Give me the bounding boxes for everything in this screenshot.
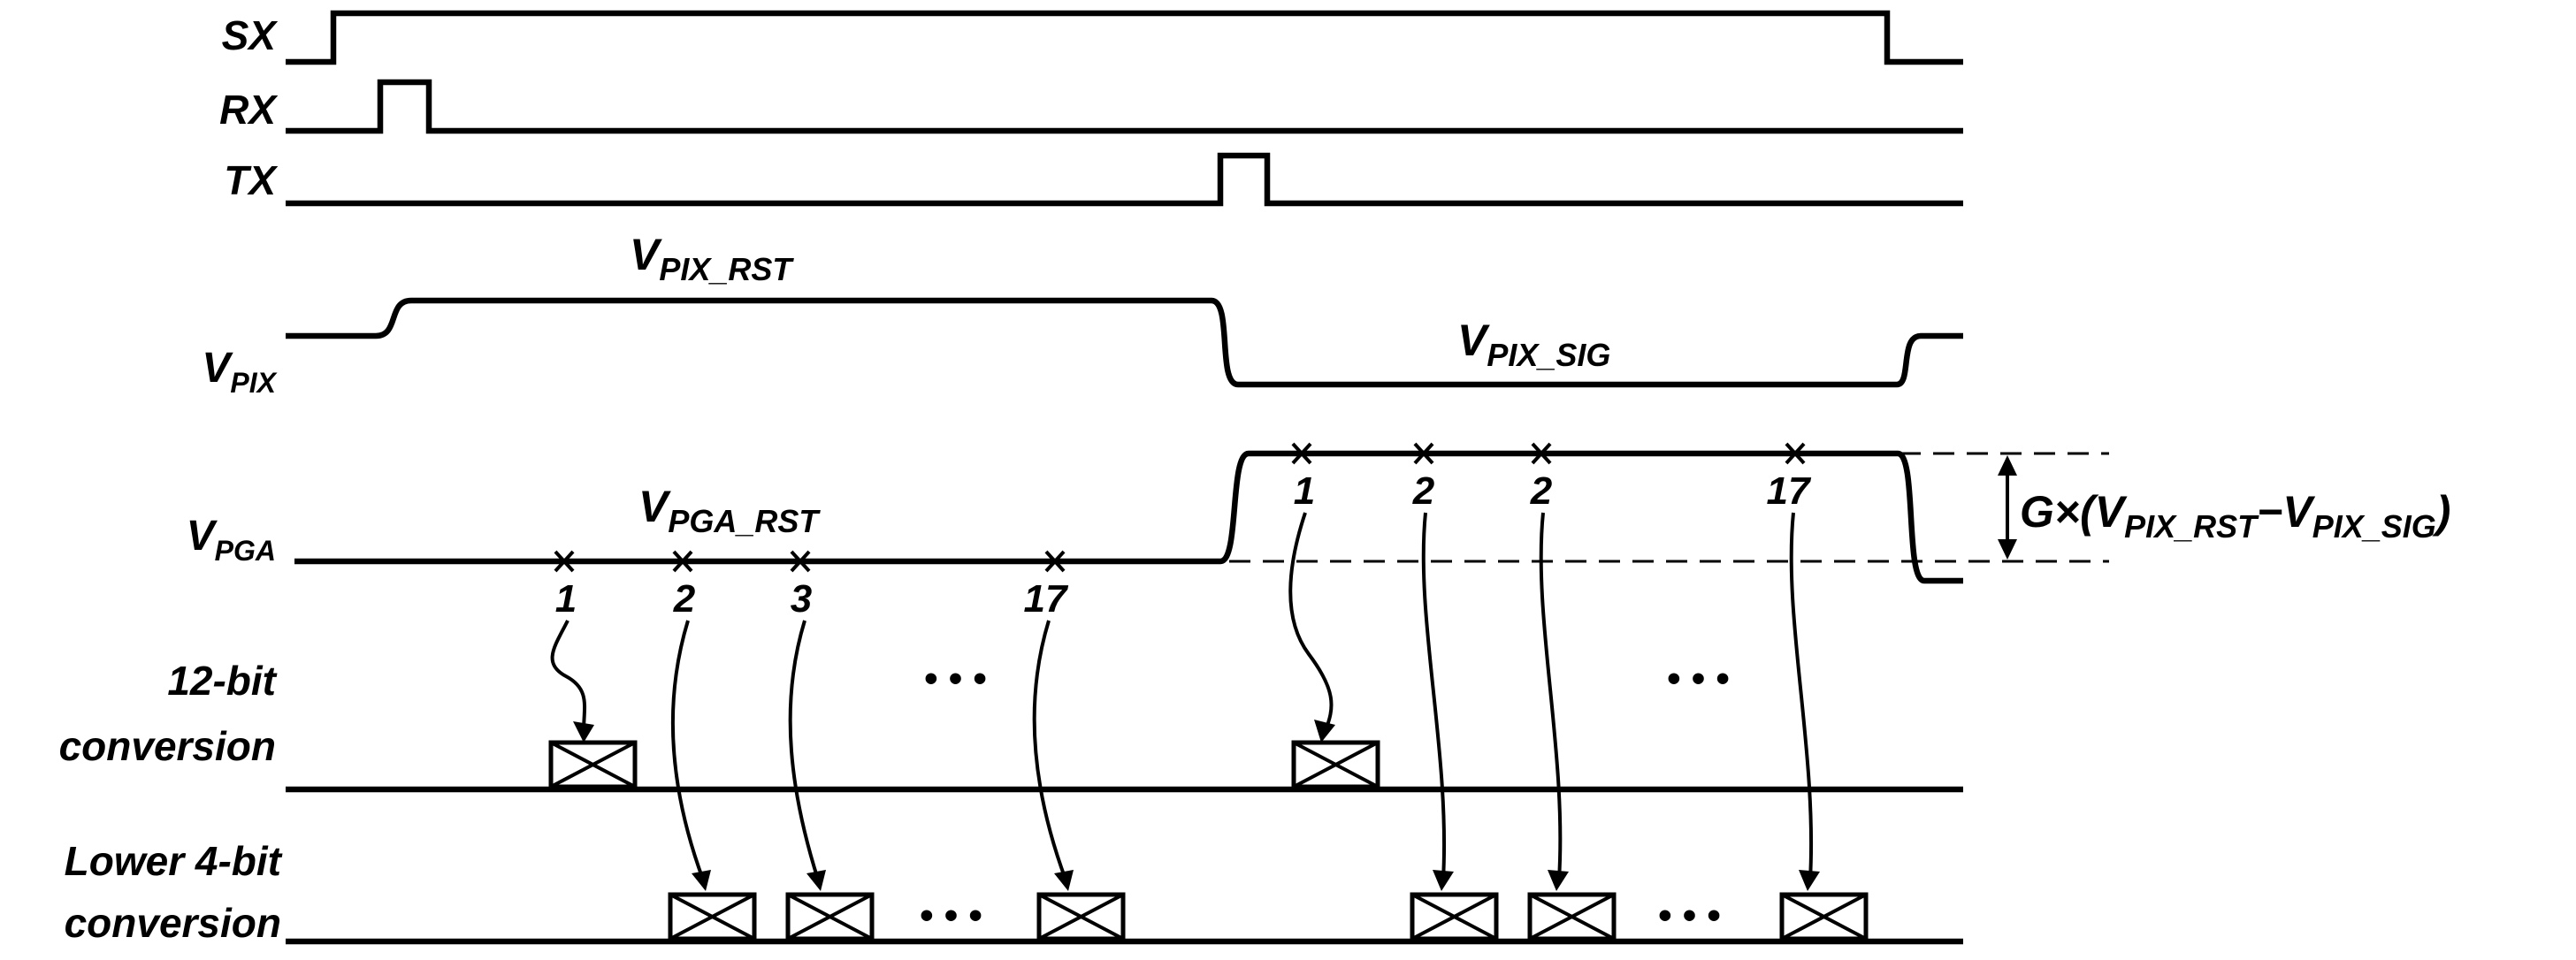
tx-label: TX (224, 157, 278, 203)
arrow-reset-2 (670, 620, 705, 880)
signal-sample-mark-2a (1413, 442, 1434, 465)
reset-sample-label: 2 (673, 577, 696, 621)
tx-waveform (286, 152, 1963, 207)
signal-sample-label: 17 (1767, 469, 1812, 513)
coarse-conversion-label-line1: 12-bit (167, 658, 277, 704)
signal-sample-label: 2 (1412, 469, 1435, 513)
reset-sample-label: 3 (791, 577, 812, 621)
coarse-conversion-box-reset (548, 740, 638, 789)
reset-sample-markers (554, 550, 1066, 573)
arrow-signal-1 (1288, 512, 1334, 733)
signal-sample-mark-2b (1531, 442, 1552, 465)
fine-conversion-label-line2: conversion (65, 900, 281, 946)
coarse-conversion-label-line2: conversion (59, 723, 276, 769)
reset-sample-label: 17 (1024, 577, 1069, 621)
gain-dimension-arrow (1998, 455, 2017, 560)
vpix-waveform (286, 297, 1963, 388)
arrow-reset-3 (788, 620, 820, 880)
signal-sample-label: 1 (1294, 469, 1315, 513)
rx-label: RX (219, 87, 278, 133)
arrow-signal-2b (1539, 512, 1563, 880)
reset-sample-mark-1 (554, 550, 575, 573)
sx-label: SX (222, 12, 279, 58)
fine-ellipsis-signal: • • • (1658, 894, 1721, 937)
signal-sample-label: 2 (1530, 469, 1553, 513)
fine-conversion-label-line1: Lower 4-bit (65, 838, 283, 884)
vpga-waveform (294, 450, 1963, 584)
vpga-label: VPGA (187, 513, 276, 567)
arrow-reset-17 (1032, 620, 1067, 880)
vpix-label: VPIX (202, 345, 277, 399)
signal-sample-mark-17 (1785, 442, 1806, 465)
coarse-ellipsis-signal: • • • (1667, 657, 1730, 700)
signal-sample-mark-1 (1291, 442, 1312, 465)
vpga-rst-level-label: VPGA_RST (638, 482, 821, 539)
vpix-sig-level-label: VPIX_SIG (1457, 316, 1610, 373)
vpix-rst-level-label: VPIX_RST (630, 230, 794, 287)
fine-conversion-boxes (668, 892, 1869, 941)
reset-sample-mark-3 (790, 550, 811, 573)
arrow-signal-2a (1421, 512, 1447, 880)
coarse-ellipsis-reset: • • • (924, 657, 987, 700)
sx-waveform (286, 10, 1963, 65)
signal-sample-markers (1291, 442, 1806, 465)
arrow-reset-1 (550, 620, 587, 733)
rx-waveform (286, 79, 1963, 134)
arrow-signal-17 (1789, 512, 1814, 880)
coarse-conversion-box-signal (1291, 740, 1380, 789)
reset-sample-mark-17 (1044, 550, 1066, 573)
reset-sample-mark-2 (672, 550, 693, 573)
sample-to-conversion-arrows (550, 512, 1820, 891)
gain-annotation: G×(VPIX_RST−VPIX_SIG) (2020, 487, 2450, 545)
fine-ellipsis-reset: • • • (920, 894, 982, 937)
reset-sample-label: 1 (555, 577, 577, 621)
